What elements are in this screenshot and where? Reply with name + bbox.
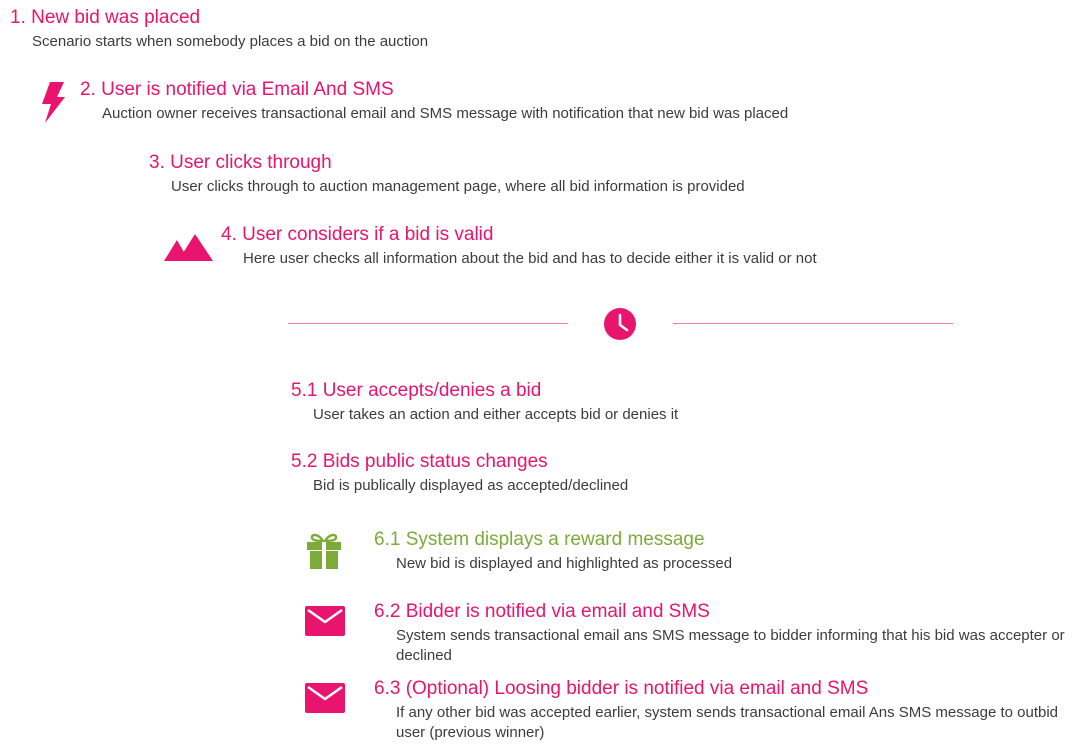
step-1-title: 1. New bid was placed xyxy=(10,7,201,28)
step-5-2-description: Bid is publically displayed as accepted/… xyxy=(313,477,629,494)
step-4: 4. User considers if a bid is valid Here… xyxy=(221,224,817,269)
divider-line-right xyxy=(673,323,953,324)
step-1-description: Scenario starts when somebody places a b… xyxy=(32,33,429,50)
step-1: 1. New bid was placed Scenario starts wh… xyxy=(10,7,428,52)
divider-line-left xyxy=(288,323,568,324)
step-2-description: Auction owner receives transactional ema… xyxy=(102,105,789,122)
step-2: 2. User is notified via Email And SMS Au… xyxy=(80,79,788,124)
step-6-3: 6.3 (Optional) Loosing bidder is notifie… xyxy=(374,678,1074,743)
step-3-title: 3. User clicks through xyxy=(149,152,332,173)
step-6-2-description: System sends transactional email ans SMS… xyxy=(396,627,1065,664)
step-6-2-title: 6.2 Bidder is notified via email and SMS xyxy=(374,601,710,622)
step-2-title: 2. User is notified via Email And SMS xyxy=(80,79,394,100)
step-6-1-title: 6.1 System displays a reward message xyxy=(374,529,705,550)
envelope-icon xyxy=(305,683,345,713)
gift-icon xyxy=(307,533,341,569)
step-6-3-title: 6.3 (Optional) Loosing bidder is notifie… xyxy=(374,678,869,699)
step-4-description: Here user checks all information about t… xyxy=(243,250,817,267)
clock-icon xyxy=(604,308,636,340)
step-3-description: User clicks through to auction managemen… xyxy=(171,178,745,195)
step-6-1-description: New bid is displayed and highlighted as … xyxy=(396,555,733,572)
step-5-1-title: 5.1 User accepts/denies a bid xyxy=(291,380,542,401)
step-5-2: 5.2 Bids public status changes Bid is pu… xyxy=(291,451,628,496)
lightning-bolt-icon xyxy=(42,82,65,123)
step-5-2-title: 5.2 Bids public status changes xyxy=(291,451,548,472)
step-5-1: 5.1 User accepts/denies a bid User takes… xyxy=(291,380,678,425)
step-6-3-description: If any other bid was accepted earlier, s… xyxy=(396,704,1059,741)
step-5-1-description: User takes an action and either accepts … xyxy=(313,406,679,423)
mountains-icon xyxy=(164,234,213,261)
step-6-2: 6.2 Bidder is notified via email and SMS… xyxy=(374,601,1074,666)
step-4-title: 4. User considers if a bid is valid xyxy=(221,224,494,245)
step-3: 3. User clicks through User clicks throu… xyxy=(149,152,745,197)
envelope-icon xyxy=(305,606,345,636)
step-6-1: 6.1 System displays a reward message New… xyxy=(374,529,732,574)
